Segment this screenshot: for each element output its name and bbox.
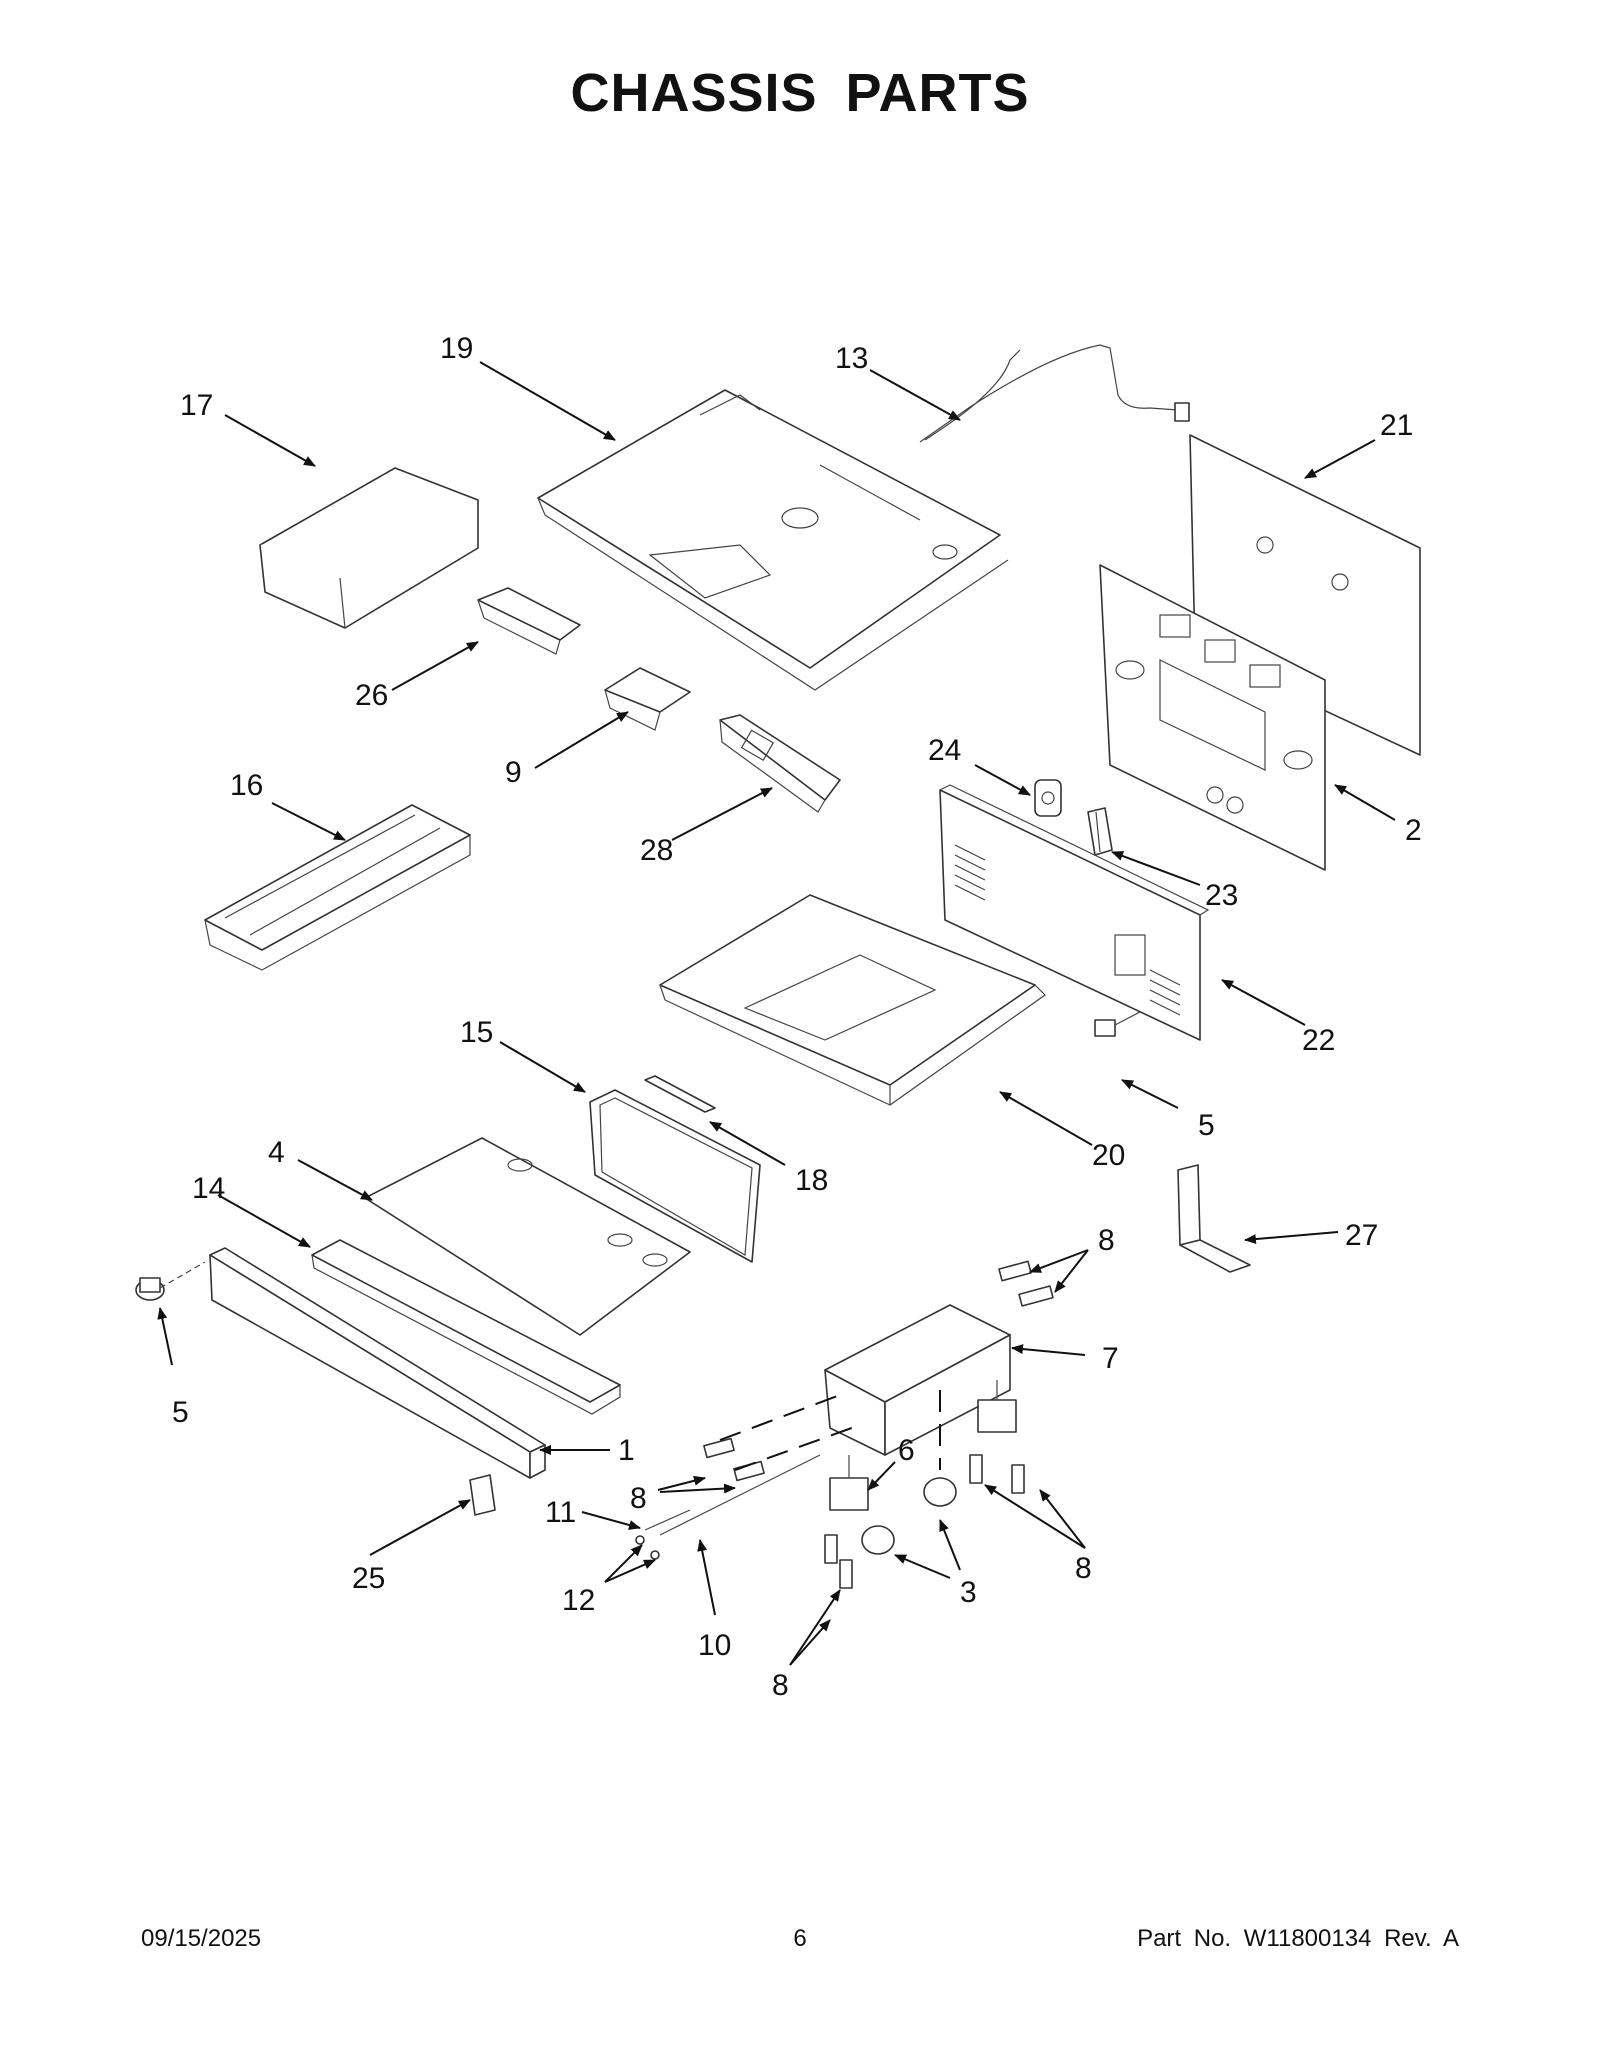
callout-14: 14 xyxy=(192,1172,225,1205)
part-20-bottom-pan xyxy=(659,894,1046,1106)
callout-13: 13 xyxy=(835,342,868,375)
footer-date: 09/15/2025 xyxy=(141,1925,262,1952)
part-23-small-bracket xyxy=(1087,807,1113,856)
part-7-leveler-housing xyxy=(824,1304,1011,1456)
callout-24: 24 xyxy=(928,734,961,767)
part-18-strip xyxy=(644,1075,716,1113)
alignment-line xyxy=(719,1394,841,1441)
part-28-control-bracket xyxy=(719,714,841,813)
part-5-leveling-leg-left xyxy=(135,1261,206,1301)
part-8-screws-lower xyxy=(703,1437,1025,1589)
footer-part-number: Part No. W11800134 Rev. A xyxy=(1137,1925,1459,1952)
callout-27: 27 xyxy=(1345,1219,1378,1252)
callout-17: 17 xyxy=(180,389,213,422)
part-3-foot-pad xyxy=(861,1477,957,1555)
part-4-bottom-plate xyxy=(364,1137,691,1336)
part-27-corner-bracket xyxy=(1177,1164,1251,1273)
part-16-side-rail xyxy=(204,804,471,971)
callout-5-left: 5 xyxy=(172,1396,189,1429)
part-9-bracket xyxy=(604,667,691,731)
part-8-screws-top xyxy=(998,1260,1054,1307)
callout-4: 4 xyxy=(268,1136,285,1169)
callout-labels: 19 17 13 21 26 9 16 28 24 23 2 22 5 20 1… xyxy=(172,332,1422,1702)
callout-12: 12 xyxy=(562,1584,595,1617)
part-10-rod xyxy=(659,1454,821,1536)
callout-16: 16 xyxy=(230,769,263,802)
part-13-gas-tube xyxy=(919,344,1190,443)
callout-8-top: 8 xyxy=(1098,1224,1115,1257)
callout-10: 10 xyxy=(698,1629,731,1662)
callout-9: 9 xyxy=(505,756,522,789)
footer-page-number: 6 xyxy=(793,1925,807,1952)
callout-26: 26 xyxy=(355,679,388,712)
callout-5-right: 5 xyxy=(1198,1109,1215,1142)
callout-7: 7 xyxy=(1102,1342,1119,1375)
part-22-vented-panel xyxy=(939,784,1210,1041)
part-25-clip xyxy=(469,1474,496,1516)
callout-8-bottom: 8 xyxy=(772,1669,789,1702)
part-2-rear-wall xyxy=(1099,564,1326,871)
leader-lines xyxy=(157,361,1396,1666)
callout-21: 21 xyxy=(1380,409,1413,442)
callout-23: 23 xyxy=(1205,879,1238,912)
part-26-small-shield xyxy=(477,587,581,655)
part-11-pin xyxy=(644,1509,691,1531)
callout-19: 19 xyxy=(440,332,473,365)
part-15-gasket xyxy=(589,1089,761,1263)
callout-18: 18 xyxy=(795,1164,828,1197)
callout-11: 11 xyxy=(545,1496,576,1529)
part-24-valve xyxy=(1034,779,1062,817)
callout-8-mid-right: 8 xyxy=(1075,1552,1092,1585)
part-1-kick-panel xyxy=(209,1247,546,1479)
callout-22: 22 xyxy=(1302,1024,1335,1057)
callout-2: 2 xyxy=(1405,814,1422,847)
alignment-line xyxy=(734,1424,861,1471)
callout-1: 1 xyxy=(618,1434,635,1467)
callout-3: 3 xyxy=(960,1576,977,1609)
callout-6: 6 xyxy=(898,1434,915,1467)
part-5-leveling-leg-right xyxy=(1094,1011,1141,1037)
part-21-rear-panel xyxy=(1189,434,1421,756)
page-title: CHASSIS PARTS xyxy=(570,63,1030,123)
callout-25: 25 xyxy=(352,1562,385,1595)
part-14-rail-strip xyxy=(311,1239,621,1415)
part-6-leveling-foot xyxy=(829,1380,1017,1511)
callout-15: 15 xyxy=(460,1016,493,1049)
callout-8-mid-left: 8 xyxy=(630,1482,647,1515)
callout-20: 20 xyxy=(1092,1139,1125,1172)
part-19-chassis-top-panel xyxy=(537,389,1009,691)
callout-28: 28 xyxy=(640,834,673,867)
part-12-screws xyxy=(635,1535,660,1560)
part-17-bracket-tray xyxy=(259,467,479,629)
